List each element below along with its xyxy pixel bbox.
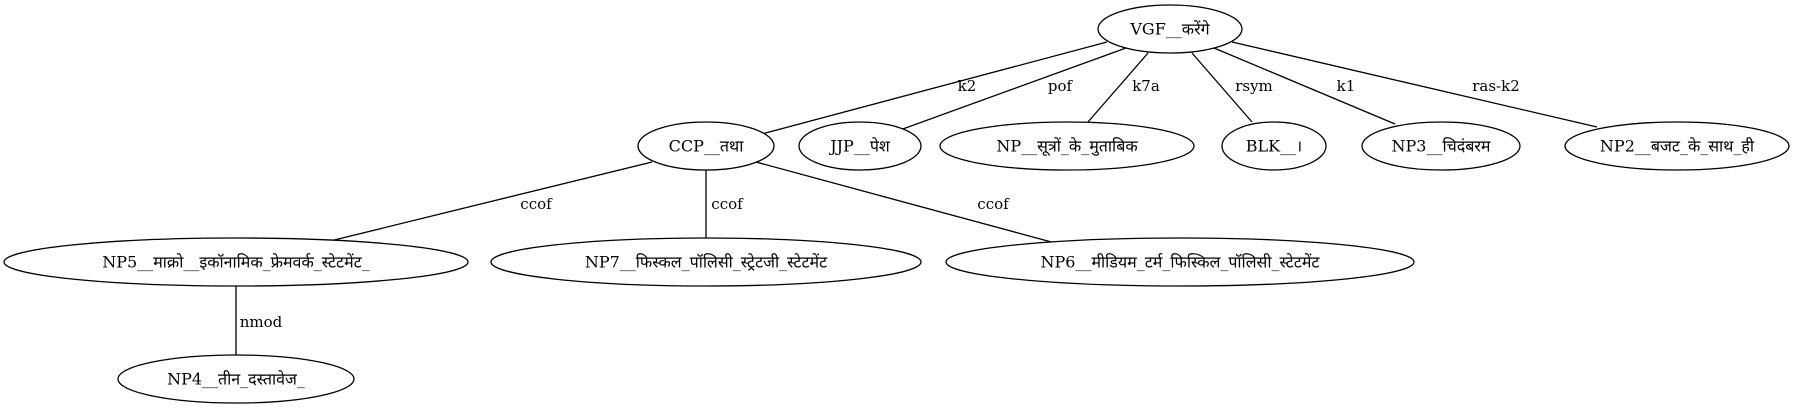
node-label-np2: NP2__बजट_के_साथ_ही — [1600, 137, 1755, 156]
edge-vgf-np2 — [1231, 41, 1598, 128]
edges: k2 pof k7a rsym k1 ras-k2 ccof ccof ccof… — [235, 41, 1598, 359]
node-label-blk: BLK__। — [1246, 137, 1302, 156]
edge-label-pof: pof — [1048, 77, 1074, 95]
edge-label-rsym: rsym — [1235, 77, 1273, 95]
node-np6: NP6__मीडियम_टर्म_फिस्किल_पॉलिसी_स्टेटमें… — [945, 237, 1415, 287]
node-label-np: NP__सूत्रों_के_मुताबिक — [996, 137, 1138, 157]
node-ccp: CCP__तथा — [637, 121, 775, 171]
node-np7: NP7__फिस्कल_पॉलिसी_स्ट्रेटजी_स्टेटमेंट — [490, 237, 922, 287]
node-np4: NP4__तीन_दस्तावेज_ — [117, 354, 355, 404]
node-vgf: VGF__करेंगे — [1097, 4, 1243, 54]
edge-label-k2: k2 — [958, 77, 977, 95]
edge-label-ccof-2: ccof — [711, 195, 744, 213]
edge-vgf-jjp — [899, 47, 1127, 131]
node-label-np3: NP3__चिदंबरम — [1392, 137, 1491, 156]
node-label-np6: NP6__मीडियम_टर्म_फिस्किल_पॉलिसी_स्टेटमें… — [1041, 253, 1321, 272]
node-label-np5: NP5__माक्रो__इकॉनामिक_फ्रेमवर्क_स्टेटमें… — [102, 253, 369, 272]
node-np3: NP3__चिदंबरम — [1361, 121, 1521, 171]
edge-vgf-np3 — [1213, 47, 1396, 125]
edge-label-k1: k1 — [1337, 77, 1356, 95]
node-blk: BLK__। — [1221, 121, 1327, 171]
edge-label-ccof-3: ccof — [977, 195, 1010, 213]
node-label-vgf: VGF__करेंगे — [1129, 20, 1210, 39]
edge-ccp-np6 — [755, 161, 1056, 244]
node-np: NP__सूत्रों_के_मुताबिक — [939, 121, 1195, 171]
node-label-jjp: JJP__पेश — [828, 137, 891, 156]
node-label-np7: NP7__फिस्कल_पॉलिसी_स्ट्रेटजी_स्टेटमेंट — [585, 253, 828, 272]
edge-vgf-ccp — [757, 41, 1108, 136]
edge-label-ras-k2: ras-k2 — [1472, 77, 1520, 95]
node-label-np4: NP4__तीन_दस्तावेज_ — [167, 370, 305, 389]
edge-label-nmod: nmod — [240, 313, 283, 331]
node-label-ccp: CCP__तथा — [669, 137, 745, 156]
node-np2: NP2__बजट_के_साथ_ही — [1564, 121, 1790, 171]
nodes: VGF__करेंगे CCP__तथा JJP__पेश NP__सूत्रो… — [3, 4, 1790, 404]
node-jjp: JJP__पेश — [798, 121, 922, 171]
node-np5: NP5__माक्रो__इकॉनामिक_फ्रेमवर्क_स्टेटमें… — [3, 237, 469, 287]
edge-vgf-np — [1087, 52, 1149, 123]
edge-label-ccof-1: ccof — [520, 195, 553, 213]
edge-vgf-blk — [1191, 52, 1253, 123]
edge-ccp-np5 — [321, 161, 653, 244]
edge-label-k7a: k7a — [1132, 77, 1160, 95]
